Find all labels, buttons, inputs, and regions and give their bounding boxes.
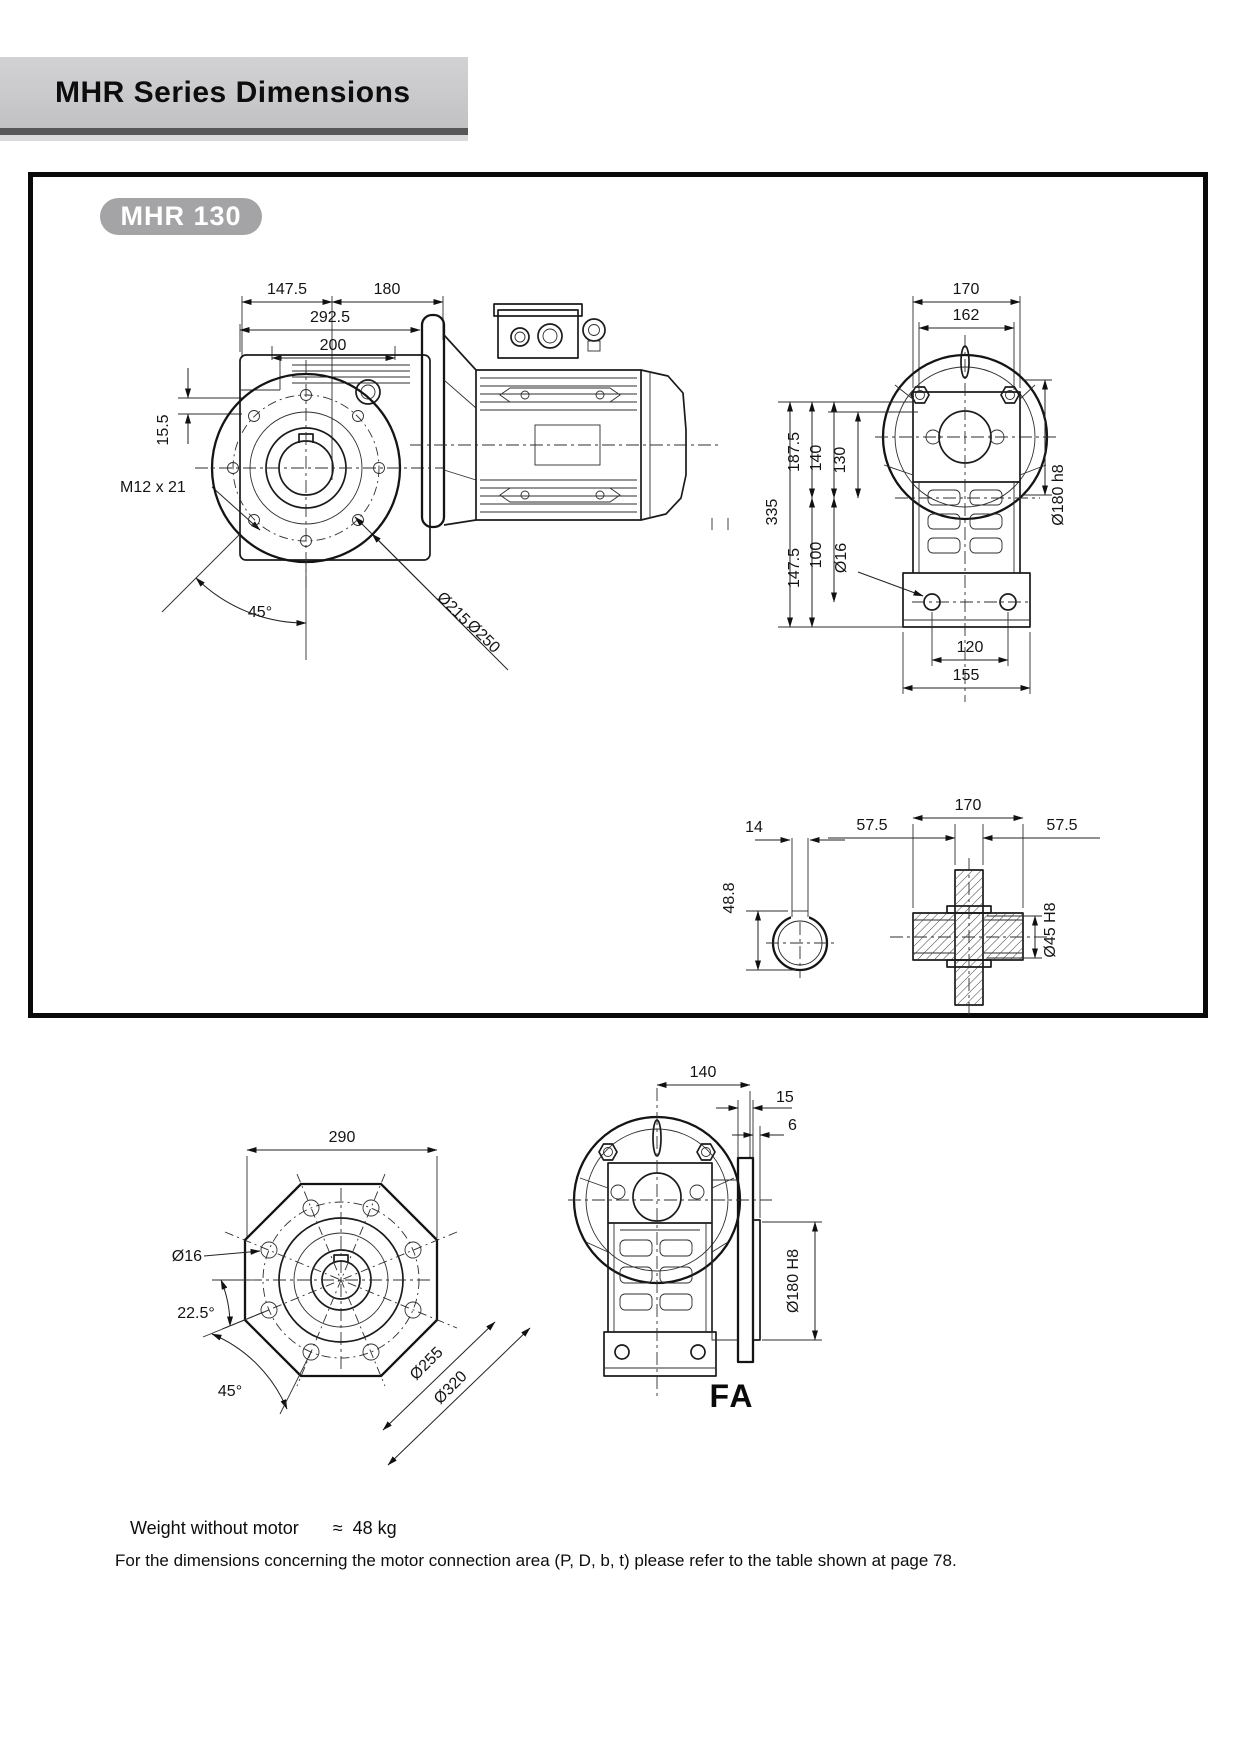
- page-title: MHR Series Dimensions: [55, 76, 411, 109]
- dim-d180h8: Ø180 h8: [1050, 464, 1067, 525]
- dim-180: 180: [374, 281, 401, 298]
- dim-162: 162: [953, 307, 980, 324]
- dim-155: 155: [953, 667, 980, 684]
- dim-170: 170: [953, 281, 980, 298]
- dim-147-5-rear: 147.5: [786, 548, 803, 588]
- rear-view-left-dims: 335 187.5 147.5 140 130 100 Ø16: [764, 401, 924, 628]
- dim-48-8: 48.8: [721, 882, 738, 913]
- side-view-diagonal-dims: 45° Ø215 Ø250: [161, 516, 509, 671]
- dim-45deg: 45°: [248, 604, 272, 621]
- dim-140-fa: 140: [690, 1064, 717, 1081]
- header-underline: [0, 128, 468, 135]
- dim-57-5-right: 57.5: [1046, 817, 1077, 834]
- weight-approx-sign: ≈: [332, 1518, 343, 1538]
- fa-view-drawing: 140 15 6: [568, 1064, 822, 1400]
- weight-note: Weight without motor ≈48 kg: [130, 1518, 397, 1539]
- dim-290: 290: [329, 1129, 356, 1146]
- dim-187-5: 187.5: [786, 432, 803, 472]
- flange-annotations: Ø16 22.5° 45° Ø255 Ø320: [172, 1248, 531, 1466]
- gearbox-body: [195, 354, 445, 588]
- dim-d16-rear: Ø16: [833, 543, 850, 573]
- header-shadow: [0, 135, 468, 141]
- header-band: MHR Series Dimensions: [0, 57, 468, 128]
- dim-d45h8: Ø45 H8: [1042, 902, 1059, 957]
- dim-15-5: 15.5: [155, 414, 172, 445]
- dim-15: 15: [776, 1089, 794, 1106]
- dim-292-5: 292.5: [310, 309, 350, 326]
- dim-22-5deg: 22.5°: [177, 1305, 215, 1322]
- fa-body: [568, 1088, 772, 1400]
- motor-body: [410, 303, 729, 530]
- dim-45deg-flange: 45°: [218, 1383, 242, 1400]
- dim-d215: Ø215: [433, 589, 473, 629]
- rear-view-drawing: 170 162: [764, 281, 1067, 702]
- fa-d180-dim: Ø180 H8: [762, 1221, 822, 1341]
- dim-335: 335: [764, 499, 781, 526]
- dim-d180h8-fa: Ø180 H8: [785, 1249, 802, 1313]
- dim-170-shaft: 170: [955, 797, 982, 814]
- flange-view-drawing: 290 Ø16 22.5°: [172, 1129, 531, 1466]
- dim-130: 130: [832, 447, 849, 474]
- dim-d255: Ø255: [407, 1344, 447, 1384]
- model-badge: MHR 130: [100, 198, 262, 235]
- dim-14: 14: [745, 819, 763, 836]
- dim-d320: Ø320: [431, 1368, 471, 1408]
- dim-100: 100: [808, 542, 825, 569]
- shaft-section-view: 170 57.5 57.5 Ø45 H8: [828, 797, 1100, 1015]
- shaft-detail-drawing: 14 48.8 170 57.5: [721, 797, 1100, 1015]
- dim-thread: M12 x 21: [120, 479, 186, 496]
- dim-200: 200: [320, 337, 347, 354]
- dim-57-5-left: 57.5: [856, 817, 887, 834]
- side-view-dimension-lines: 147.5 180 292.5 200 15.5 M12 x 21: [120, 281, 444, 531]
- side-view-drawing: 147.5 180 292.5 200 15.5 M12 x 21: [120, 281, 729, 671]
- fa-dimension-lines: 140 15 6: [656, 1064, 797, 1218]
- dim-140: 140: [808, 445, 825, 472]
- dim-d16-flange: Ø16: [172, 1248, 202, 1265]
- fa-version-label: FA: [709, 1378, 755, 1414]
- motor-connection-note: For the dimensions concerning the motor …: [115, 1551, 957, 1570]
- dim-147-5: 147.5: [267, 281, 307, 298]
- weight-label: Weight without motor: [130, 1518, 299, 1538]
- weight-value: 48 kg: [352, 1518, 397, 1538]
- rear-view-dimension-lines: 170 162: [912, 281, 1021, 390]
- dim-120: 120: [957, 639, 984, 656]
- flange-body: 290: [224, 1129, 458, 1387]
- dim-d250: Ø250: [463, 617, 503, 657]
- rear-view-right-bottom-dims: Ø180 h8 120 155: [902, 379, 1067, 694]
- shaft-bore-view: 14 48.8: [721, 819, 845, 978]
- dim-6: 6: [788, 1117, 797, 1134]
